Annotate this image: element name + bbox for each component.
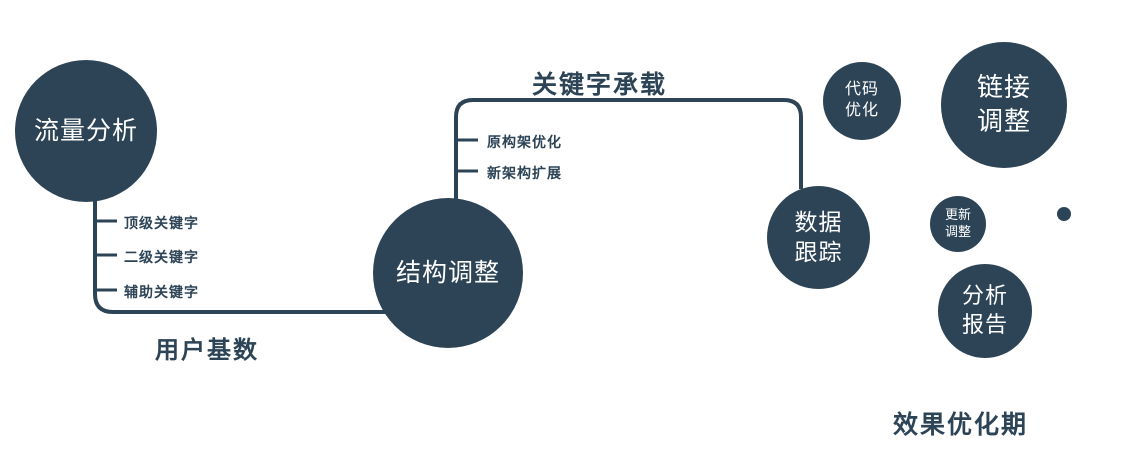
node-link-adjustment-line2: 调整 [976,106,1031,136]
node-code-optimization-line2: 优化 [844,102,879,119]
node-data-tracking-line1: 数据 [794,208,843,235]
node-traffic-analysis-label: 流量分析 [33,116,138,145]
node-link-adjustment: 链接 调整 [941,42,1067,168]
footer-phase-label: 效果优化期 [893,411,1029,439]
node-code-optimization: 代码 优化 [823,62,901,140]
node-link-adjustment-line1: 链接 [976,72,1031,103]
branch-label-aux-keyword: 辅助关键字 [124,284,199,300]
node-update-adjustment: 更新 调整 [930,196,986,252]
node-analysis-report: 分析 报告 [938,264,1032,358]
edge-label-keyword-carrying: 关键字承载 [532,71,668,99]
node-update-adjustment-line2: 调整 [944,224,971,239]
branch-label-top-keyword: 顶级关键字 [124,215,199,231]
node-traffic-analysis: 流量分析 [15,60,157,202]
node-structure-adjustment: 结构调整 [373,198,523,348]
node-update-adjustment-line1: 更新 [944,207,971,223]
connector-structure-to-tracking [454,98,803,206]
branch-label-second-keyword: 二级关键字 [124,249,199,265]
node-code-optimization-line1: 代码 [844,81,879,99]
node-data-tracking-line2: 跟踪 [794,238,843,265]
branch-label-original-arch: 原构架优化 [487,134,562,150]
node-analysis-report-line2: 报告 [961,312,1008,337]
node-dot [1057,207,1071,221]
branch-label-new-arch: 新架构扩展 [487,165,562,181]
node-data-tracking: 数据 跟踪 [767,186,870,289]
node-analysis-report-line1: 分析 [961,283,1008,309]
edge-label-user-base: 用户基数 [155,337,259,364]
node-structure-adjustment-label: 结构调整 [395,258,500,287]
